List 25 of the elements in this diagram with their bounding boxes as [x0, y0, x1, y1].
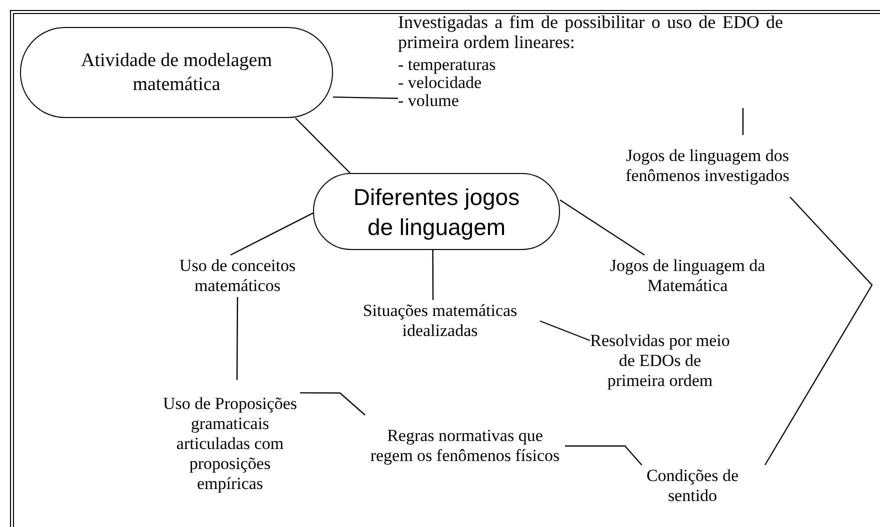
- node-text: Regras normativas que regem os fenômenos físicos: [369, 426, 561, 466]
- node-text: Jogos de linguagem da Matemática: [608, 256, 766, 296]
- node-text: Resolvidas por meio de EDOs de primeira ordem: [590, 331, 730, 391]
- list-item: - velocidade: [398, 74, 482, 92]
- connector-line: [300, 392, 366, 416]
- connector-line: [742, 108, 744, 135]
- node-label: Atividade de modelagem matemática: [80, 48, 273, 96]
- connector-line: [764, 196, 873, 466]
- connector-line: [540, 320, 590, 342]
- list-item: - temperaturas: [398, 56, 497, 74]
- connector-line: [332, 96, 398, 99]
- connector-line: [230, 212, 314, 256]
- connector-line: [565, 445, 642, 466]
- node-text: Uso de conceitos matemáticos: [178, 256, 297, 296]
- node-text: Uso de Proposições gramaticais articuladas com proposições empíricas: [162, 394, 298, 494]
- connector-line: [236, 297, 238, 380]
- node-text: Investigadas a fim de possibilitar o uso de EDO de primeira ordem lineares:: [398, 12, 783, 52]
- connector-line: [560, 199, 645, 256]
- node-text: Condições de sentido: [645, 466, 740, 506]
- connector-line: [432, 250, 434, 300]
- connector-line: [295, 118, 350, 174]
- node-label: Diferentes jogos de linguagem: [352, 182, 521, 242]
- list-item: - volume: [398, 92, 460, 110]
- node-text: Jogos de linguagem dos fenômenos investigados: [625, 146, 790, 186]
- node-text: Situações matemáticas idealizadas: [362, 301, 518, 341]
